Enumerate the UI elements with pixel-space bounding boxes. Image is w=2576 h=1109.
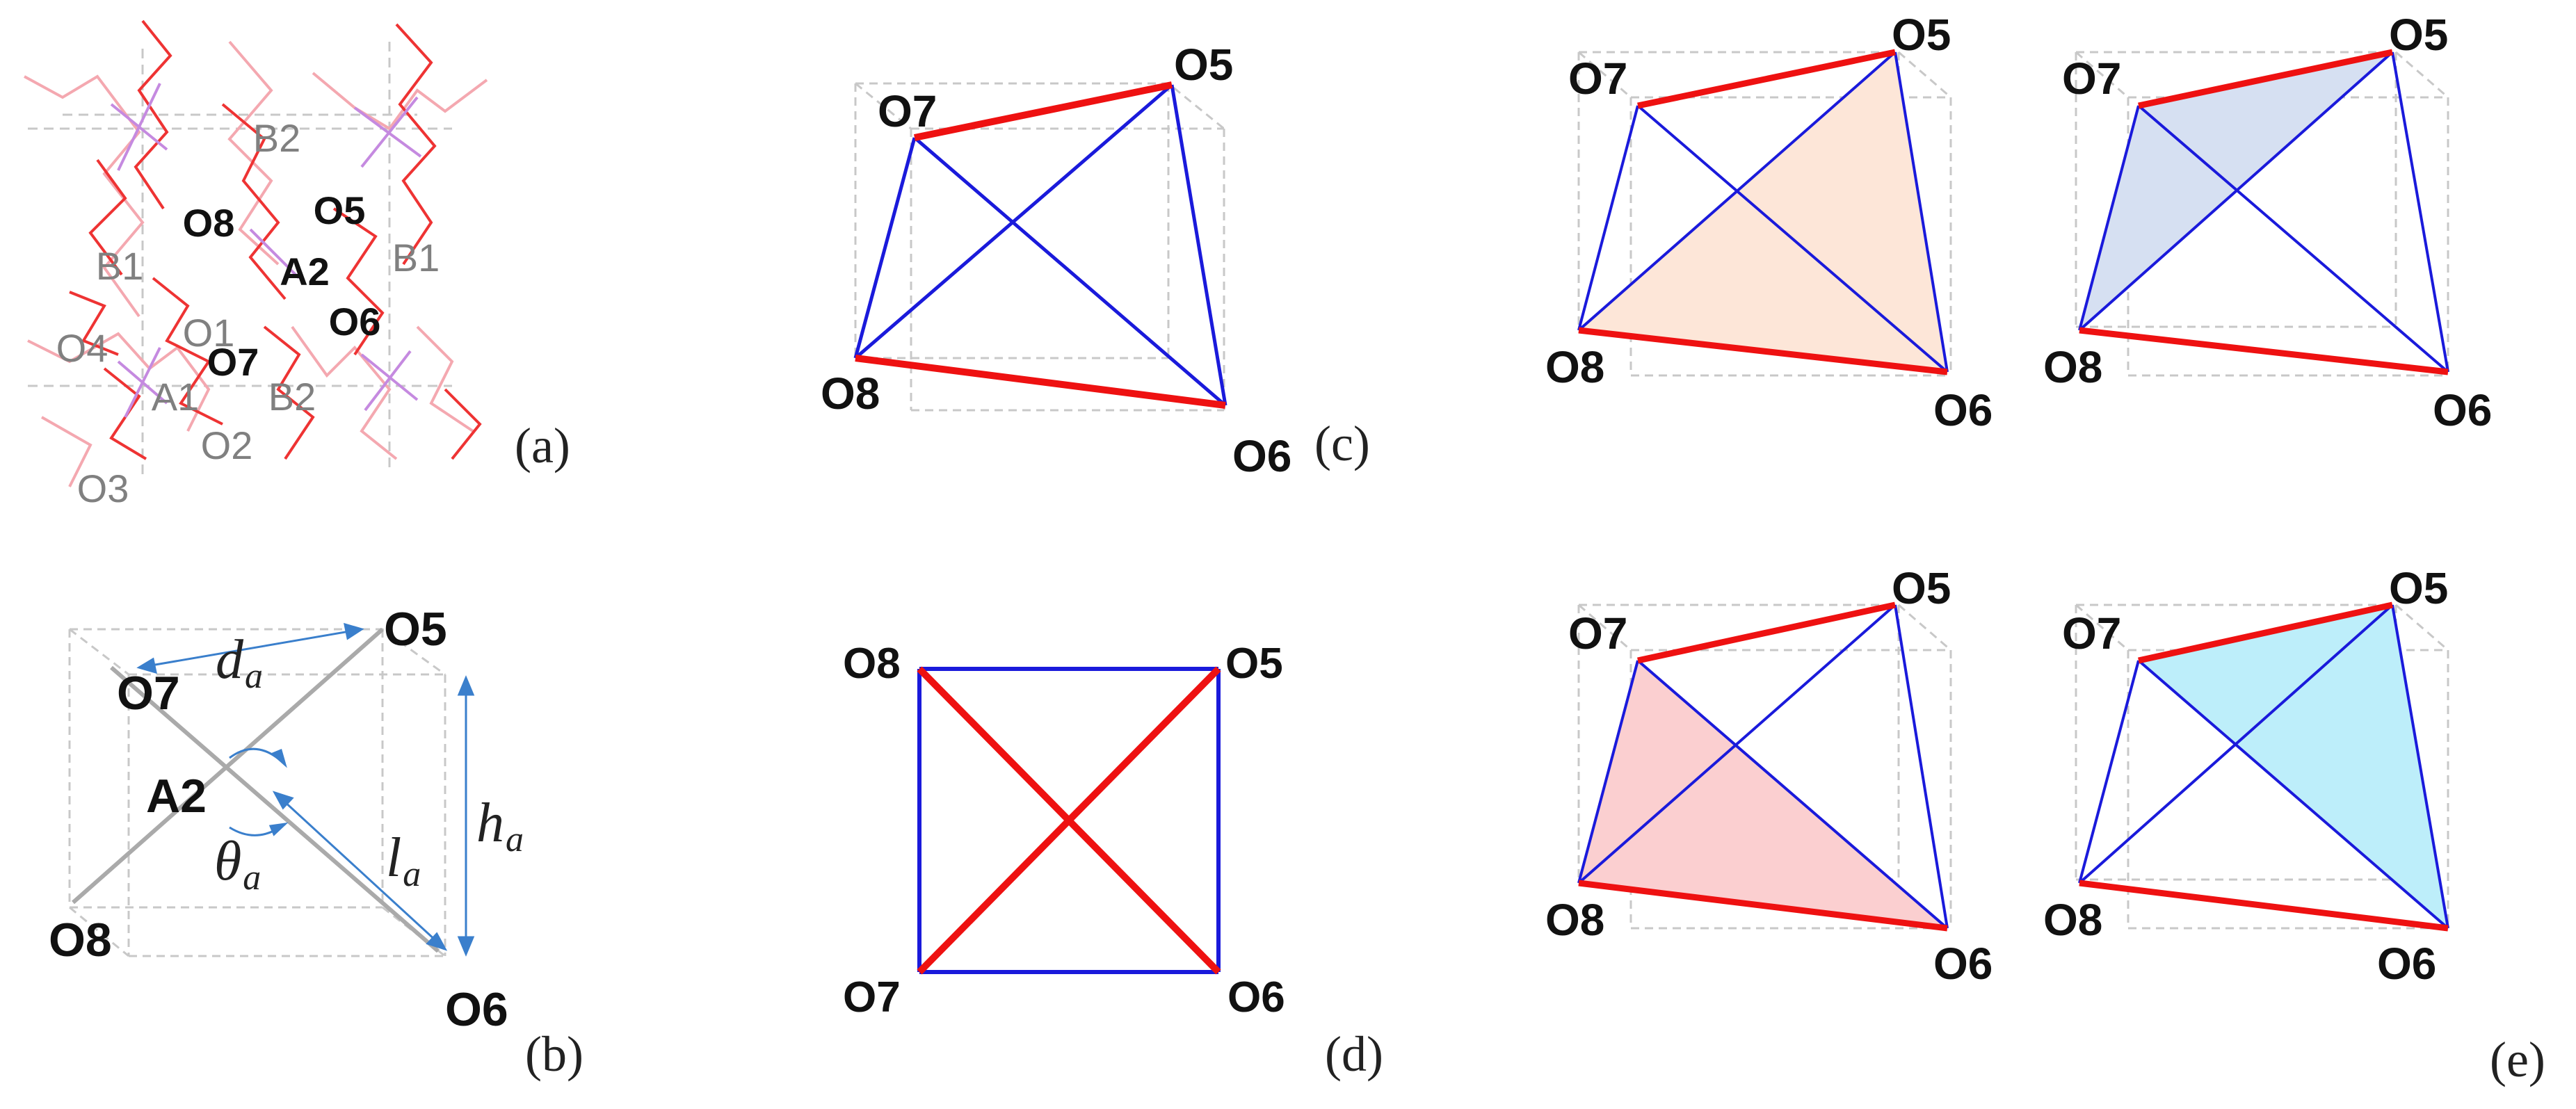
symbol-d: da	[216, 629, 263, 696]
face-cyan	[2139, 605, 2448, 928]
label-o7: O7	[207, 340, 259, 384]
cation-bonds	[110, 83, 422, 418]
measure-arrows	[136, 622, 475, 957]
d-label-o7: O7	[843, 973, 901, 1021]
e3-label-o8: O8	[1545, 895, 1604, 945]
e2-label-o8: O8	[2043, 342, 2102, 392]
b-label-o7: O7	[117, 667, 180, 720]
label-a2: A2	[280, 250, 330, 293]
label-o4: O4	[56, 326, 108, 370]
face-view-2: O7 O5 O8 O6	[2043, 10, 2492, 435]
panel-label-b: (b)	[525, 1026, 583, 1082]
panel-d: O8 O5 O7 O6 (d)	[843, 640, 1383, 1082]
label-b1-left: B1	[96, 244, 144, 288]
e1-label-o5: O5	[1892, 10, 1951, 60]
label-o1: O1	[183, 311, 235, 355]
e3-label-o5: O5	[1892, 563, 1951, 613]
e1-label-o7: O7	[1568, 54, 1627, 104]
label-b2-bottom: B2	[268, 375, 316, 419]
unit-cell-guides	[28, 42, 452, 480]
e4-label-o7: O7	[2062, 608, 2121, 658]
d-label-o6: O6	[1227, 973, 1285, 1021]
panel-a-labels: B2 O8 O5 B1 A2 B1 O1 O6 O4 O7 A1 B2 O2 O…	[56, 116, 440, 510]
e3-label-o7: O7	[1568, 608, 1627, 658]
e2-label-o7: O7	[2062, 54, 2121, 104]
square-blue-edges	[917, 667, 1221, 974]
lattice-chains	[69, 19, 482, 460]
face-pink	[1579, 661, 1947, 928]
e4-label-o6: O6	[2377, 939, 2436, 989]
d-label-o5: O5	[1225, 640, 1283, 688]
label-a1: A1	[152, 375, 200, 419]
label-o2: O2	[201, 423, 253, 467]
e2-label-o6: O6	[2433, 385, 2492, 435]
face-view-3: O7 O5 O8 O6	[1545, 563, 1993, 989]
label-o5: O5	[314, 188, 366, 232]
c-label-o7: O7	[878, 86, 937, 136]
b-label-o8: O8	[49, 914, 112, 966]
face-view-1: O7 O5 O8 O6	[1545, 10, 1993, 435]
tetra-red-edges	[855, 81, 1226, 409]
panel-a: B2 O8 O5 B1 A2 B1 O1 O6 O4 O7 A1 B2 O2 O…	[24, 19, 570, 510]
e1-label-o8: O8	[1545, 342, 1604, 392]
label-o8: O8	[183, 201, 235, 245]
panel-label-a: (a)	[515, 418, 570, 473]
tetra-blue-edges	[853, 83, 1227, 407]
e2-label-o5: O5	[2389, 10, 2448, 60]
b-label-a2: A2	[146, 770, 207, 823]
symbol-h: ha	[476, 793, 524, 859]
b-label-o5: O5	[384, 603, 447, 656]
panel-c: O7 O5 O8 O6 (c)	[821, 40, 1370, 481]
label-b2-top: B2	[253, 116, 301, 160]
symbol-theta: θa	[214, 831, 261, 898]
face-view-4: O7 O5 O8 O6	[2043, 563, 2449, 989]
c-label-o8: O8	[821, 369, 880, 419]
panel-label-c: (c)	[1314, 416, 1370, 471]
c-label-o5: O5	[1174, 40, 1233, 90]
panel-e: O7 O5 O8 O6	[1545, 10, 2545, 1087]
d-label-o8: O8	[843, 640, 901, 688]
e4-label-o5: O5	[2389, 563, 2448, 613]
panel-b: O5 O7 A2 O8 O6 da ha θa la (b)	[49, 603, 583, 1082]
label-b1-right: B1	[392, 236, 440, 280]
panel-label-d: (d)	[1325, 1026, 1383, 1082]
label-o3: O3	[77, 467, 129, 510]
panel-label-e: (e)	[2490, 1032, 2545, 1087]
symbol-l: la	[386, 827, 421, 894]
b-label-o6: O6	[445, 983, 508, 1036]
e3-label-o6: O6	[1933, 939, 1993, 989]
a2-bonds	[72, 627, 440, 953]
e1-label-o6: O6	[1933, 385, 1993, 435]
square-red-diagonals	[917, 666, 1221, 975]
label-o6: O6	[329, 300, 381, 343]
c-label-o6: O6	[1232, 431, 1291, 481]
e4-label-o8: O8	[2043, 895, 2102, 945]
